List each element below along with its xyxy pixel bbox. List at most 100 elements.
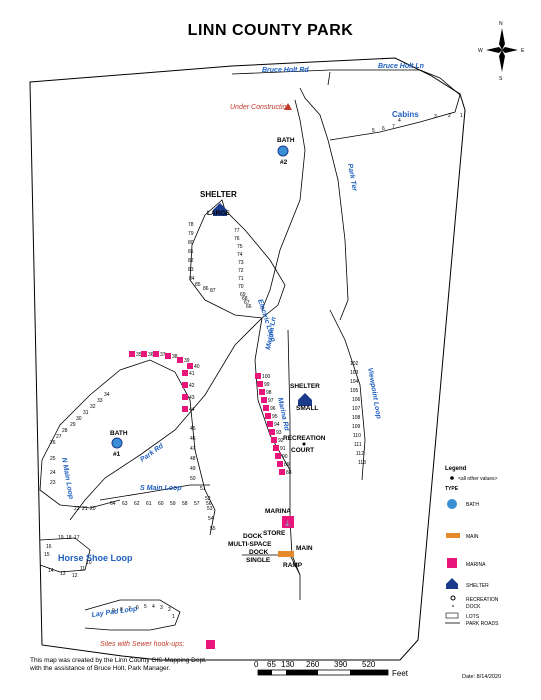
- lot-number-electric-left-86: 86: [203, 286, 209, 292]
- svg-text:⚓: ⚓: [285, 520, 291, 527]
- bath1-icon: [111, 437, 123, 449]
- main-ramp-label-2: RAMP: [283, 562, 303, 569]
- lot-number-cabins-2: 2: [448, 113, 451, 119]
- lot-number-marina-pink-92: 92: [278, 438, 284, 444]
- lot-number-pink-top-38: 38: [172, 354, 178, 360]
- map-date: Date: 8/14/2020: [462, 674, 501, 680]
- legend-title: Legend: [445, 466, 467, 472]
- scale-tick-130: 130: [281, 660, 295, 669]
- sewer-lot-marker: [269, 429, 275, 435]
- sewer-lot-marker: [273, 445, 279, 451]
- lot-number-electric-left-79: 79: [188, 231, 194, 237]
- lot-number-pink-top-36: 36: [148, 352, 154, 358]
- road-label-n-main-loop: N Main Loop: [60, 457, 74, 500]
- sewer-lot-marker: [275, 453, 281, 459]
- lot-number-horse-shoe-11: 11: [80, 566, 85, 572]
- boat-ramp-icon: [278, 551, 294, 557]
- lot-number-viewpoint-112: 112: [356, 451, 364, 457]
- legend-marina-icon: [447, 558, 457, 568]
- sewer-note: Sites with Sewer hook-ups:: [100, 641, 184, 648]
- lot-number-cabins-5: 5: [372, 128, 375, 134]
- lot-number-main-right-51: 51: [200, 486, 206, 492]
- lot-number-electric-right-67: 67: [244, 300, 250, 306]
- lot-number-main-left-29: 29: [70, 422, 76, 428]
- legend-type: TYPE: [445, 486, 459, 492]
- lot-number-marina-pink-94: 94: [274, 422, 280, 428]
- lot-number-s-main-64: 64: [110, 501, 116, 507]
- lot-number-pink-top-37: 37: [160, 352, 166, 358]
- lot-number-pink-top-35: 35: [136, 352, 142, 358]
- road-label-viewpoint-loop: Viewpoint Loop: [366, 367, 382, 420]
- lot-number-lay-pad-8: 8: [120, 607, 123, 613]
- scale-tick-390: 390: [334, 660, 348, 669]
- road-label-horse-shoe-loop: Horse Shoe Loop: [58, 553, 133, 563]
- construction-icon: [284, 103, 292, 110]
- legend-dock-icon: [452, 605, 454, 607]
- shelter-small-label: SHELTER: [290, 383, 320, 390]
- legend-item-park-roads: PARK ROADS: [466, 621, 499, 627]
- lot-number-viewpoint-109: 109: [352, 424, 361, 430]
- lot-number-main-left-31: 31: [83, 410, 89, 416]
- sewer-lot-marker: [271, 437, 277, 443]
- dock-multi-label-1: DOCK: [243, 533, 262, 540]
- scale-tick-65: 65: [267, 660, 276, 669]
- lot-number-cabins-7: 7: [392, 124, 395, 130]
- compass-rose: N S W E: [478, 21, 525, 82]
- legend-shelter-icon: [446, 578, 458, 589]
- lot-number-pink-right-41: 41: [189, 371, 195, 377]
- lot-number-electric-right-76: 76: [234, 236, 240, 242]
- legend-item-recreation: RECREATION: [466, 597, 499, 603]
- marina-label: MARINA: [265, 508, 291, 515]
- sewer-lot-marker: [279, 469, 285, 475]
- bath1-num: #1: [113, 451, 121, 458]
- lot-number-electric-left-78: 78: [188, 222, 194, 228]
- lot-number-s-main-56: 56: [206, 501, 212, 507]
- under-construction-label: Under Construction: [230, 104, 290, 111]
- lot-number-main-left-24: 24: [50, 470, 56, 476]
- recreation-label: RECREATION: [283, 435, 326, 442]
- lot-number-main-left-25: 25: [50, 456, 56, 462]
- sewer-lot-marker: [267, 421, 273, 427]
- legend-item-marina: MARINA: [466, 562, 486, 568]
- legend-item-shelter: SHELTER: [466, 583, 489, 589]
- lot-number-s-main-57: 57: [194, 501, 200, 507]
- lot-number-horse-shoe-14: 14: [48, 568, 54, 574]
- shelter-large-sub: LARGE: [207, 210, 230, 217]
- sewer-lot-marker: [255, 373, 261, 379]
- shelter-small-sub: SMALL: [296, 405, 318, 412]
- shelter-small-icon: [298, 393, 312, 406]
- lot-number-electric-left-84: 84: [189, 276, 195, 282]
- lot-number-main-right-53: 53: [207, 506, 213, 512]
- lot-number-main-left-33: 33: [97, 398, 103, 404]
- lot-number-main-left-26: 26: [50, 440, 56, 446]
- lot-number-cabins-4: 4: [398, 118, 401, 124]
- lot-number-marina-pink-88: 88: [286, 470, 292, 476]
- lot-number-s-main-63: 63: [122, 501, 128, 507]
- sewer-lot-marker: [182, 382, 188, 388]
- sewer-lot-marker: [265, 413, 271, 419]
- lot-number-electric-right-70: 70: [238, 284, 244, 290]
- legend-lots-icon: [445, 612, 459, 619]
- road-label-bruce-holt-rd: Bruce Holt Rd: [262, 67, 309, 74]
- scale-tick-520: 520: [362, 660, 376, 669]
- lot-number-viewpoint-111: 111: [354, 442, 362, 448]
- bath2-num: #2: [280, 159, 288, 166]
- park-boundary: [29, 57, 466, 661]
- lot-number-electric-right-69: 69: [240, 292, 246, 298]
- lot-number-horse-bottom-21: 21: [82, 506, 88, 512]
- scale-tick-260: 260: [306, 660, 320, 669]
- legend-item-dock: DOCK: [466, 604, 481, 610]
- lot-number-electric-right-77: 77: [234, 228, 240, 234]
- compass-w: W: [478, 48, 483, 54]
- lot-number-lay-pad-7: 7: [128, 606, 131, 612]
- lot-number-cabins-3: 3: [434, 114, 437, 120]
- sewer-lot-marker: [141, 351, 147, 357]
- dock-single-label-2: SINGLE: [246, 557, 271, 564]
- lot-number-marina-pink-98: 98: [266, 390, 272, 396]
- lot-number-lay-pad-1: 1: [172, 614, 175, 620]
- lot-number-marina-pink-97: 97: [268, 398, 274, 404]
- lot-number-main-right-54: 54: [208, 516, 214, 522]
- lot-number-cabins-1: 1: [460, 113, 463, 119]
- lot-number-horse-shoe-10: 10: [86, 560, 92, 566]
